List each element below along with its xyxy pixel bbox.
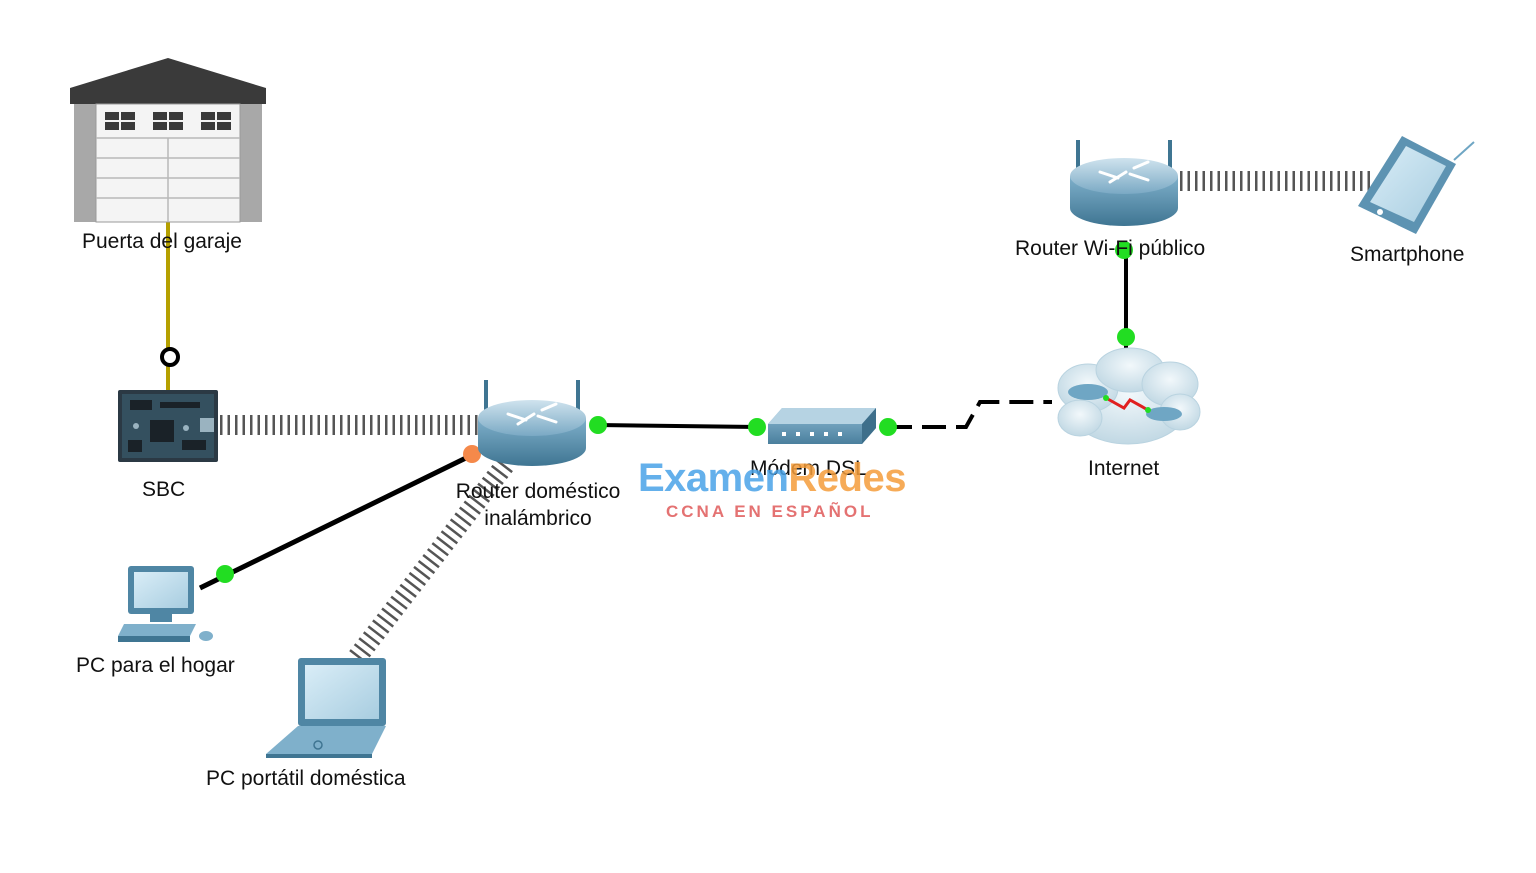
smartphone-label: Smartphone — [1350, 243, 1465, 266]
link-status-internet — [1117, 328, 1135, 346]
link-connector-sbc — [160, 347, 180, 367]
home-pc-label: PC para el hogar — [76, 654, 235, 677]
link-status-public-router — [1115, 241, 1133, 259]
garage-label: Puerta del garaje — [82, 230, 242, 253]
link-router-pc — [198, 452, 474, 591]
link-status-modem-internet — [879, 418, 897, 436]
dsl-modem-label: Módem DSL — [750, 457, 867, 480]
link-status-router-pc-b — [216, 565, 234, 583]
link-modem-internet — [888, 400, 1052, 429]
wireless-router-icon[interactable] — [1070, 140, 1178, 226]
home-router-label-line2: inalámbrico — [484, 507, 592, 531]
laptop-icon[interactable] — [266, 658, 386, 758]
dsl-modem-icon[interactable] — [768, 408, 876, 444]
sbc-label: SBC — [142, 478, 186, 501]
link-status-router-modem-b — [748, 418, 766, 436]
public-router-label: Router Wi-Fi público — [1015, 237, 1206, 260]
garage-door-icon[interactable] — [70, 58, 266, 223]
sbc-board-icon[interactable] — [118, 390, 218, 462]
home-router-label-line1: Router doméstico — [455, 480, 621, 503]
internet-cloud-icon[interactable] — [1057, 347, 1201, 445]
link-status-router-pc-a — [463, 445, 481, 463]
link-status-router-modem-a — [589, 416, 607, 434]
wireless-router-icon[interactable] — [478, 380, 586, 466]
home-router-label: Router doméstico inalámbrico — [456, 478, 621, 533]
internet-label: Internet — [1088, 457, 1160, 480]
laptop-label: PC portátil doméstica — [206, 767, 406, 790]
desktop-pc-icon[interactable] — [118, 566, 213, 642]
link-router-modem — [597, 423, 759, 429]
smartphone-icon[interactable] — [1358, 136, 1475, 234]
